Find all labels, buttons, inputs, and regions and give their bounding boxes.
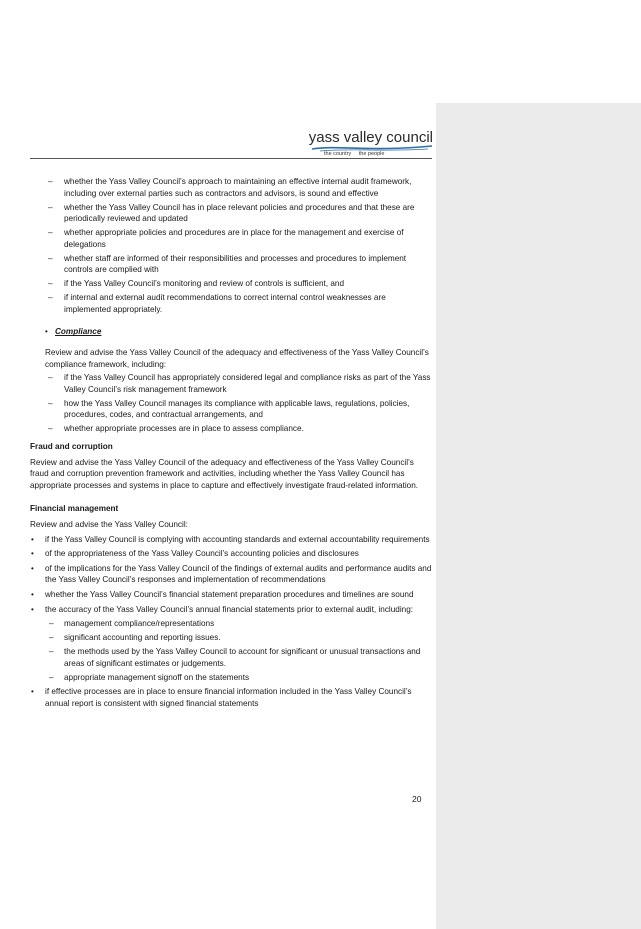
controls-list: whether the Yass Valley Council’s approa… (30, 176, 432, 315)
bullet-icon: • (31, 534, 34, 544)
fraud-body: Review and advise the Yass Valley Counci… (30, 457, 419, 490)
logo-title: yass valley council (308, 129, 433, 146)
logo-tagline: the country the people (324, 151, 390, 158)
bullet-icon: • (31, 589, 34, 599)
list-item-text: appropriate management signoff on the st… (64, 672, 250, 682)
logo-tag-right: the people (358, 151, 385, 157)
bullet-icon: • (45, 327, 48, 337)
list-item: whether appropriate processes are in pla… (30, 423, 432, 435)
logo-tag-left: the country (324, 151, 352, 157)
page-number: 20 (412, 794, 422, 804)
list-item: the methods used by the Yass Valley Coun… (45, 646, 432, 669)
list-item-text: if the Yass Valley Council is complying … (45, 534, 430, 544)
list-item: appropriate management signoff on the st… (45, 672, 432, 684)
list-item: if the Yass Valley Council’s monitoring … (30, 278, 432, 290)
financial-intro: Review and advise the Yass Valley Counci… (30, 519, 188, 529)
list-item: • whether the Yass Valley Council’s fina… (30, 589, 432, 601)
compliance-title: Compliance (55, 327, 102, 337)
financial-heading: Financial management (30, 504, 119, 514)
bullet-icon: • (31, 604, 34, 614)
list-item: • of the implications for the Yass Valle… (30, 563, 432, 586)
list-item-text: of the implications for the Yass Valley … (45, 563, 432, 585)
list-item-text: if effective processes are in place to e… (45, 687, 412, 708)
bullet-icon: • (31, 687, 34, 697)
list-item-text: management compliance/representations (64, 619, 215, 629)
logo-wave-icon (311, 145, 433, 152)
list-item: • if the Yass Valley Council is complyin… (30, 534, 432, 546)
list-item-text: the accuracy of the Yass Valley Council’… (45, 604, 414, 614)
list-item: whether the Yass Valley Council’s approa… (30, 176, 432, 199)
compliance-heading: • Compliance (45, 326, 432, 338)
list-item: • if effective processes are in place to… (30, 686, 432, 709)
council-logo: yass valley council the country the peop… (308, 129, 435, 161)
list-item: whether appropriate policies and procedu… (30, 227, 432, 250)
list-item: • the accuracy of the Yass Valley Counci… (30, 604, 432, 684)
comment-pane (436, 103, 641, 929)
header-rule (30, 158, 432, 159)
list-item: if internal and external audit recommend… (30, 292, 432, 315)
list-item: significant accounting and reporting iss… (45, 632, 432, 644)
document-page: yass valley council the country the peop… (0, 0, 436, 929)
bullet-icon: • (31, 549, 34, 559)
list-item-text: the methods used by the Yass Valley Coun… (64, 647, 421, 668)
list-item: if the Yass Valley Council has appropria… (30, 372, 432, 395)
list-item: management compliance/representations (45, 618, 432, 630)
list-item-text: whether the Yass Valley Council’s financ… (45, 589, 414, 599)
list-item: whether staff are informed of their resp… (30, 253, 432, 276)
list-item-text: significant accounting and reporting iss… (64, 633, 221, 643)
list-item: • of the appropriateness of the Yass Val… (30, 548, 432, 560)
list-item: whether the Yass Valley Council has in p… (30, 202, 432, 225)
page-content: whether the Yass Valley Council’s approa… (30, 176, 432, 712)
list-item-text: of the appropriateness of the Yass Valle… (45, 549, 359, 559)
list-item: how the Yass Valley Council manages its … (30, 398, 432, 421)
compliance-list: if the Yass Valley Council has appropria… (30, 372, 432, 435)
financial-list: • if the Yass Valley Council is complyin… (30, 534, 432, 710)
fraud-heading: Fraud and corruption (30, 442, 113, 452)
financial-sub-list: management compliance/representations si… (45, 618, 432, 683)
bullet-icon: • (31, 563, 34, 573)
compliance-intro: Review and advise the Yass Valley Counci… (45, 348, 429, 369)
